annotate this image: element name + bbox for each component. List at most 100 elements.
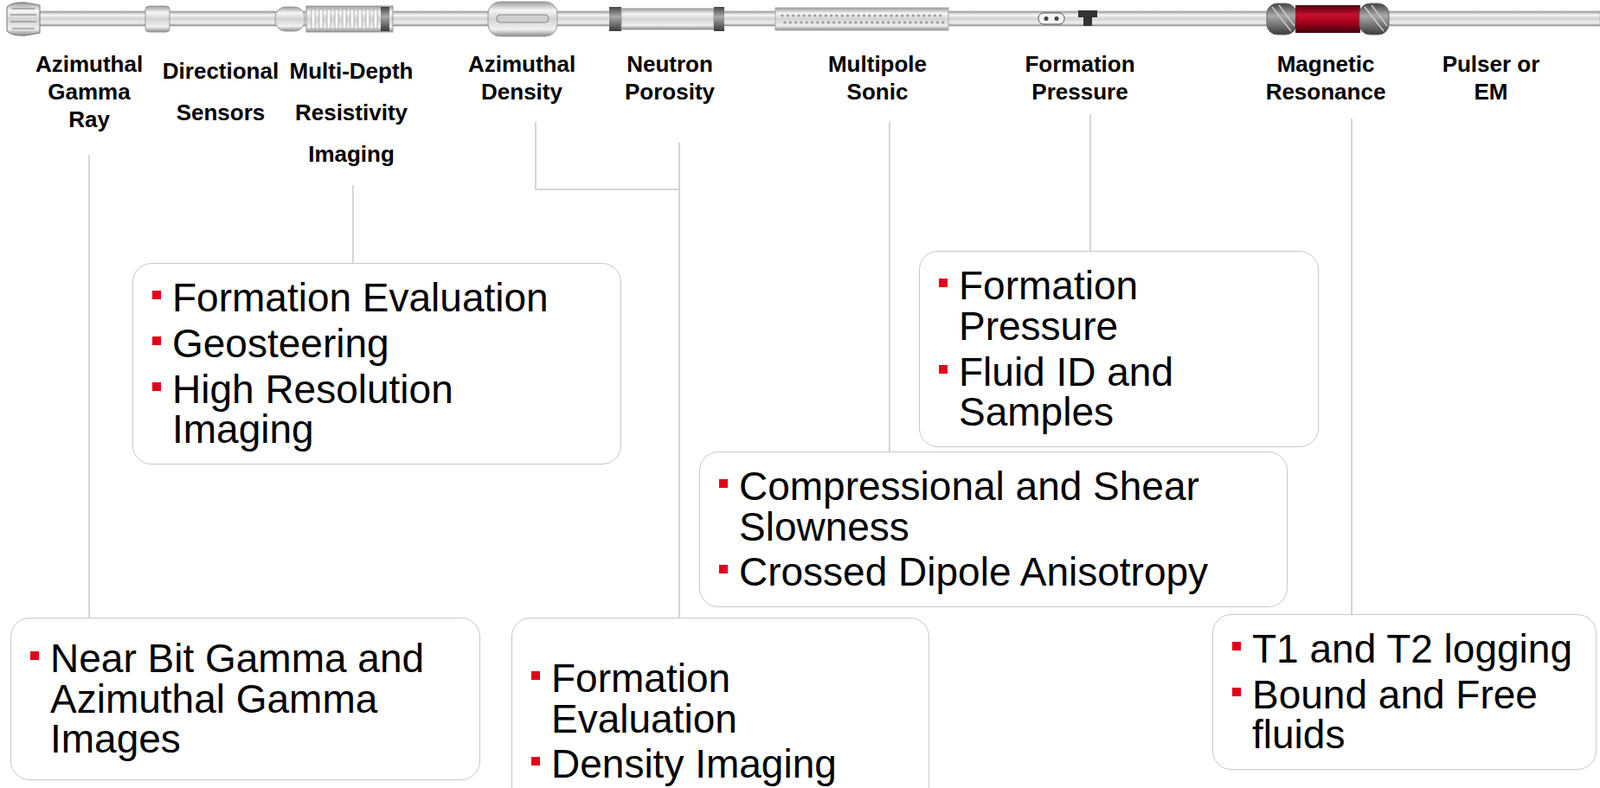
bullet-cell bbox=[531, 744, 552, 784]
bullet-text: High Resolution Imaging bbox=[172, 369, 605, 451]
tool-label: Directional Sensors bbox=[151, 50, 290, 134]
sonic-receiver bbox=[925, 20, 928, 24]
bullet-square bbox=[531, 757, 540, 766]
bullet-row: Geosteering bbox=[152, 323, 605, 365]
bullet-row: Formation Pressure bbox=[938, 265, 1303, 347]
collar bbox=[713, 6, 725, 32]
sonic-receiver bbox=[933, 13, 937, 17]
tool-label: Multipole Sonic bbox=[808, 50, 947, 106]
sonic-receiver bbox=[919, 20, 923, 24]
bit-cutters bbox=[10, 8, 37, 29]
sonic-receiver bbox=[886, 20, 890, 24]
collar bbox=[275, 6, 305, 32]
sonic-receiver bbox=[803, 13, 806, 17]
sonic-receiver bbox=[816, 20, 819, 24]
sonic-receiver bbox=[862, 13, 866, 17]
pressure-probe bbox=[1044, 16, 1049, 21]
sonic-receiver bbox=[898, 20, 901, 24]
bullet-cell bbox=[152, 323, 173, 364]
tool-label: Multi-Depth Resistivity Imaging bbox=[277, 50, 425, 175]
sonic-receiver bbox=[922, 13, 926, 17]
sonic-receiver bbox=[879, 13, 882, 17]
sonic-receiver bbox=[906, 13, 909, 17]
bullet-text: Formation Evaluation bbox=[172, 277, 549, 319]
sonic-receiver bbox=[900, 13, 904, 17]
sonic-receiver bbox=[876, 20, 880, 24]
sonic-receiver bbox=[835, 13, 838, 17]
resistivity-rib bbox=[334, 9, 339, 29]
sonic-receiver bbox=[829, 13, 833, 17]
leader-line bbox=[352, 185, 354, 264]
tool-label: Magnetic Resonance bbox=[1252, 50, 1400, 106]
bullet-square bbox=[1232, 687, 1241, 697]
sonic-receiver bbox=[892, 20, 895, 24]
collar bbox=[609, 6, 622, 32]
sonic-receiver bbox=[938, 13, 942, 17]
bullet-text: Geosteering bbox=[172, 323, 390, 365]
bullet-cell bbox=[719, 466, 739, 507]
resistivity-rib bbox=[342, 9, 347, 29]
bullet-text: Bound and Free fluids bbox=[1252, 674, 1581, 757]
bullet-square bbox=[152, 336, 161, 346]
bullet-text: Fluid ID and Samples bbox=[958, 352, 1303, 434]
sonic-receiver bbox=[822, 20, 825, 24]
sonic-receiver bbox=[931, 20, 934, 24]
resistivity-rib bbox=[311, 9, 315, 29]
sonic-receiver bbox=[794, 20, 797, 24]
tool-label: Azimuthal Density bbox=[456, 50, 587, 106]
bullet-cell bbox=[531, 658, 552, 699]
sonic-receiver bbox=[827, 20, 830, 24]
leader-line bbox=[678, 142, 681, 618]
callout-box: T1 and T2 loggingBound and Free fluids bbox=[1212, 614, 1597, 771]
bullet-row: High Resolution Imaging bbox=[152, 369, 605, 451]
bullet-text: T1 and T2 logging bbox=[1252, 629, 1573, 670]
sonic-receiver bbox=[857, 13, 861, 17]
bullet-cell bbox=[1232, 674, 1253, 715]
sonic-receiver bbox=[789, 20, 792, 24]
resistivity-rib bbox=[358, 9, 362, 29]
bullet-row: Crossed Dipole Anisotropy bbox=[719, 552, 1272, 593]
sonic-receiver bbox=[912, 13, 915, 17]
sonic-receiver bbox=[881, 20, 885, 24]
sonic-receiver bbox=[908, 20, 912, 24]
sonic-receiver bbox=[808, 13, 811, 17]
bullet-row: Bound and Free fluids bbox=[1232, 674, 1581, 757]
collar bbox=[380, 6, 390, 32]
sonic-receiver bbox=[786, 13, 790, 17]
bullet-square bbox=[938, 278, 948, 288]
bullet-row: Fluid ID and Samples bbox=[938, 352, 1303, 434]
sonic-receiver bbox=[805, 20, 809, 24]
bullet-text: Crossed Dipole Anisotropy bbox=[738, 552, 1209, 593]
callout-box: Formation EvaluationDensity Imaging bbox=[511, 617, 930, 788]
bullet-row: T1 and T2 logging bbox=[1232, 629, 1581, 670]
bullet-text: Compressional and Shear Slowness bbox=[738, 466, 1272, 548]
sonic-receiver bbox=[854, 20, 857, 24]
callout-box: Near Bit Gamma and Azimuthal Gamma Image… bbox=[10, 617, 481, 781]
bullet-square bbox=[938, 365, 948, 374]
leader-line bbox=[535, 122, 680, 190]
sonic-receiver bbox=[780, 13, 784, 17]
bullet-square bbox=[152, 382, 161, 392]
bullet-square bbox=[719, 479, 728, 489]
sonic-receiver bbox=[870, 20, 874, 24]
bullet-square bbox=[30, 651, 39, 661]
bullet-text: Near Bit Gamma and Azimuthal Gamma Image… bbox=[50, 638, 464, 761]
collar bbox=[145, 6, 170, 33]
tool-label: Neutron Porosity bbox=[613, 50, 727, 106]
drill-bit bbox=[6, 2, 40, 36]
bullet-cell bbox=[938, 352, 959, 392]
resistivity-rib bbox=[373, 9, 378, 29]
sonic-receiver bbox=[914, 20, 918, 24]
sonic-receiver bbox=[860, 20, 863, 24]
sonic-receiver bbox=[936, 20, 939, 24]
sonic-receiver bbox=[799, 20, 803, 24]
bullet-cell bbox=[30, 638, 51, 679]
sonic-receiver bbox=[841, 13, 844, 17]
leader-line bbox=[88, 154, 90, 618]
density-sub bbox=[488, 1, 558, 37]
leader-line bbox=[888, 122, 891, 452]
sonic-receiver bbox=[783, 20, 786, 24]
magnet-grooves bbox=[1272, 5, 1388, 32]
sonic-receiver bbox=[884, 13, 887, 17]
